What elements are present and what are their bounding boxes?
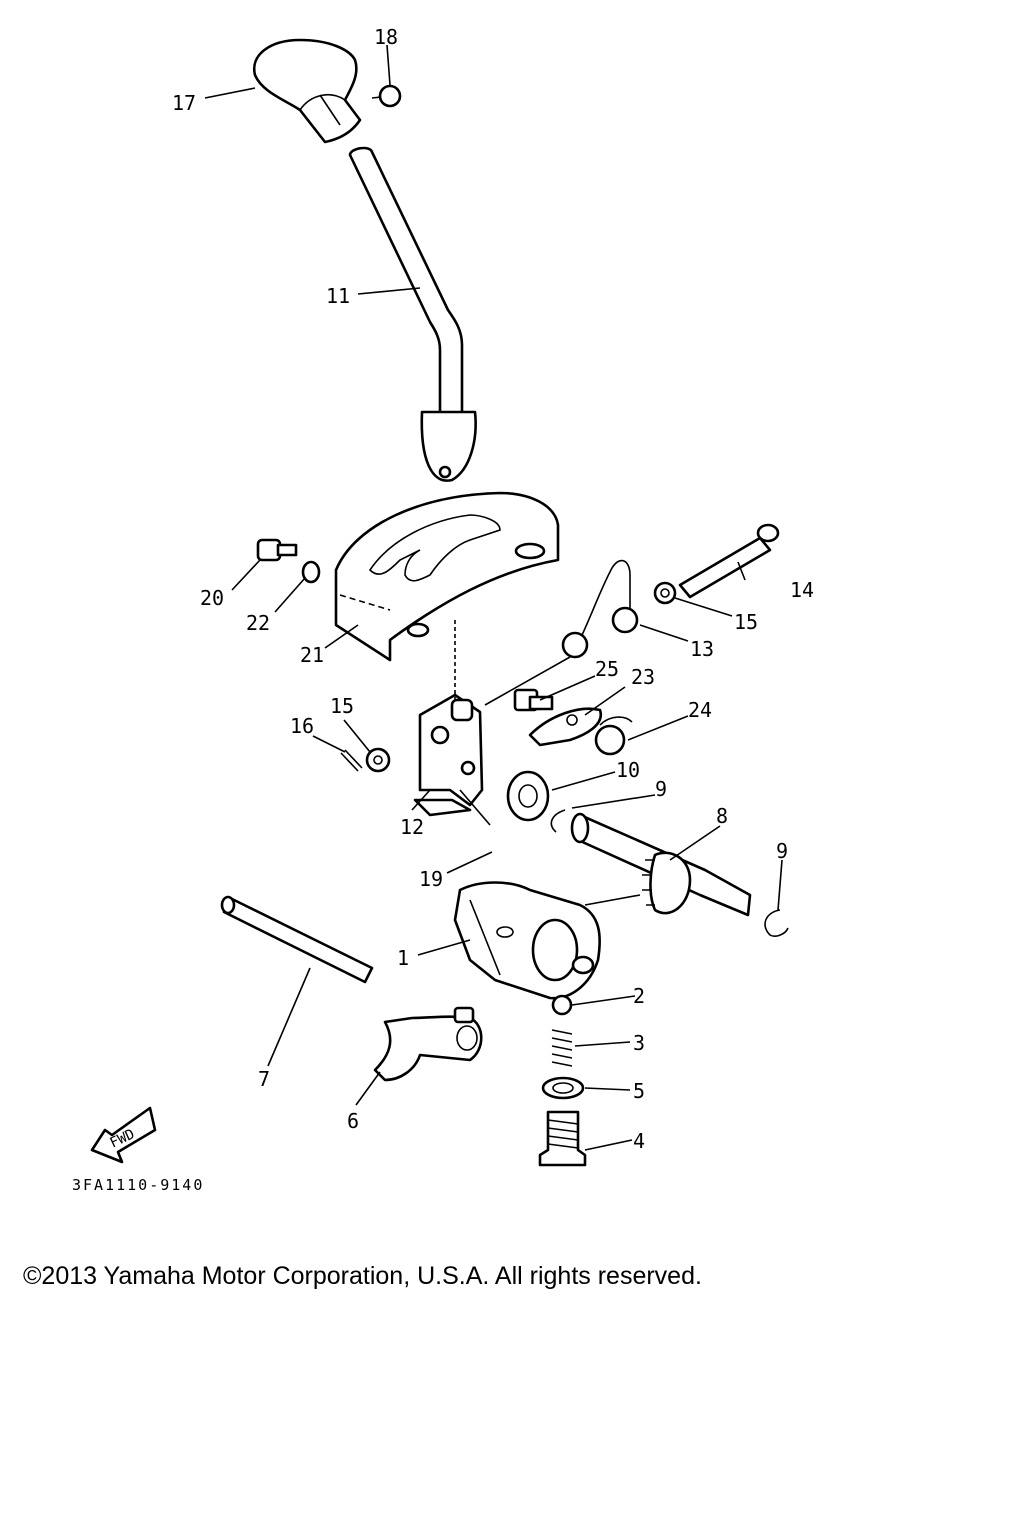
label-14: 14 xyxy=(790,578,814,602)
label-2: 2 xyxy=(633,984,645,1008)
part-lever-11 xyxy=(348,146,477,482)
label-13: 13 xyxy=(690,637,714,661)
label-6: 6 xyxy=(347,1109,359,1133)
label-4: 4 xyxy=(633,1129,645,1153)
part-bolt-20 xyxy=(256,538,298,562)
part-washer-15b xyxy=(365,747,391,773)
label-9b: 9 xyxy=(776,839,788,863)
part-washer-22 xyxy=(301,560,321,584)
part-shift-drum-1 xyxy=(453,881,601,1000)
part-spring-3 xyxy=(551,1029,573,1067)
label-5: 5 xyxy=(633,1079,645,1103)
part-washer-5 xyxy=(541,1076,585,1100)
part-circlip-9a xyxy=(550,809,566,833)
part-spring-24 xyxy=(594,716,633,756)
part-bolt-25 xyxy=(513,688,554,712)
label-10: 10 xyxy=(616,758,640,782)
label-7: 7 xyxy=(258,1067,270,1091)
label-3: 3 xyxy=(633,1031,645,1055)
part-stopper-23 xyxy=(528,707,603,747)
label-18: 18 xyxy=(374,25,398,49)
part-circlip-9b xyxy=(764,909,789,937)
drawing-code: 3FA1110-9140 xyxy=(72,1176,205,1194)
part-shift-shaft-8 xyxy=(570,812,752,917)
label-11: 11 xyxy=(326,284,350,308)
label-9a: 9 xyxy=(655,777,667,801)
part-bearing-10 xyxy=(506,770,550,822)
part-bracket-12 xyxy=(413,693,484,817)
label-23: 23 xyxy=(631,665,655,689)
part-shift-fork-6 xyxy=(373,1006,483,1082)
label-15a: 15 xyxy=(734,610,758,634)
label-8: 8 xyxy=(716,804,728,828)
part-spring-13 xyxy=(561,559,639,659)
label-1: 1 xyxy=(397,946,409,970)
part-cotter-pin-16 xyxy=(340,749,363,772)
fwd-arrow: FWD xyxy=(90,1106,157,1164)
part-pin-14 xyxy=(678,523,780,599)
label-17: 17 xyxy=(172,91,196,115)
part-ball-2 xyxy=(551,994,573,1016)
label-15b: 15 xyxy=(330,694,354,718)
part-washer-15a xyxy=(653,581,677,605)
part-bolt-4 xyxy=(538,1110,587,1167)
label-19: 19 xyxy=(419,867,443,891)
label-22: 22 xyxy=(246,611,270,635)
part-shift-shaft-7 xyxy=(220,895,374,984)
part-knob-17 xyxy=(252,38,362,144)
label-20: 20 xyxy=(200,586,224,610)
part-gate-plate-21 xyxy=(334,491,560,662)
label-25: 25 xyxy=(595,657,619,681)
copyright-notice: ©2013 Yamaha Motor Corporation, U.S.A. A… xyxy=(23,1262,702,1290)
exploded-parts-diagram: FWD 1 2 3 4 5 6 xyxy=(90,25,814,1167)
label-12: 12 xyxy=(400,815,424,839)
label-21: 21 xyxy=(300,643,324,667)
label-24: 24 xyxy=(688,698,712,722)
leader-lines xyxy=(204,44,783,1151)
label-16: 16 xyxy=(290,714,314,738)
part-pin-18 xyxy=(371,84,402,108)
